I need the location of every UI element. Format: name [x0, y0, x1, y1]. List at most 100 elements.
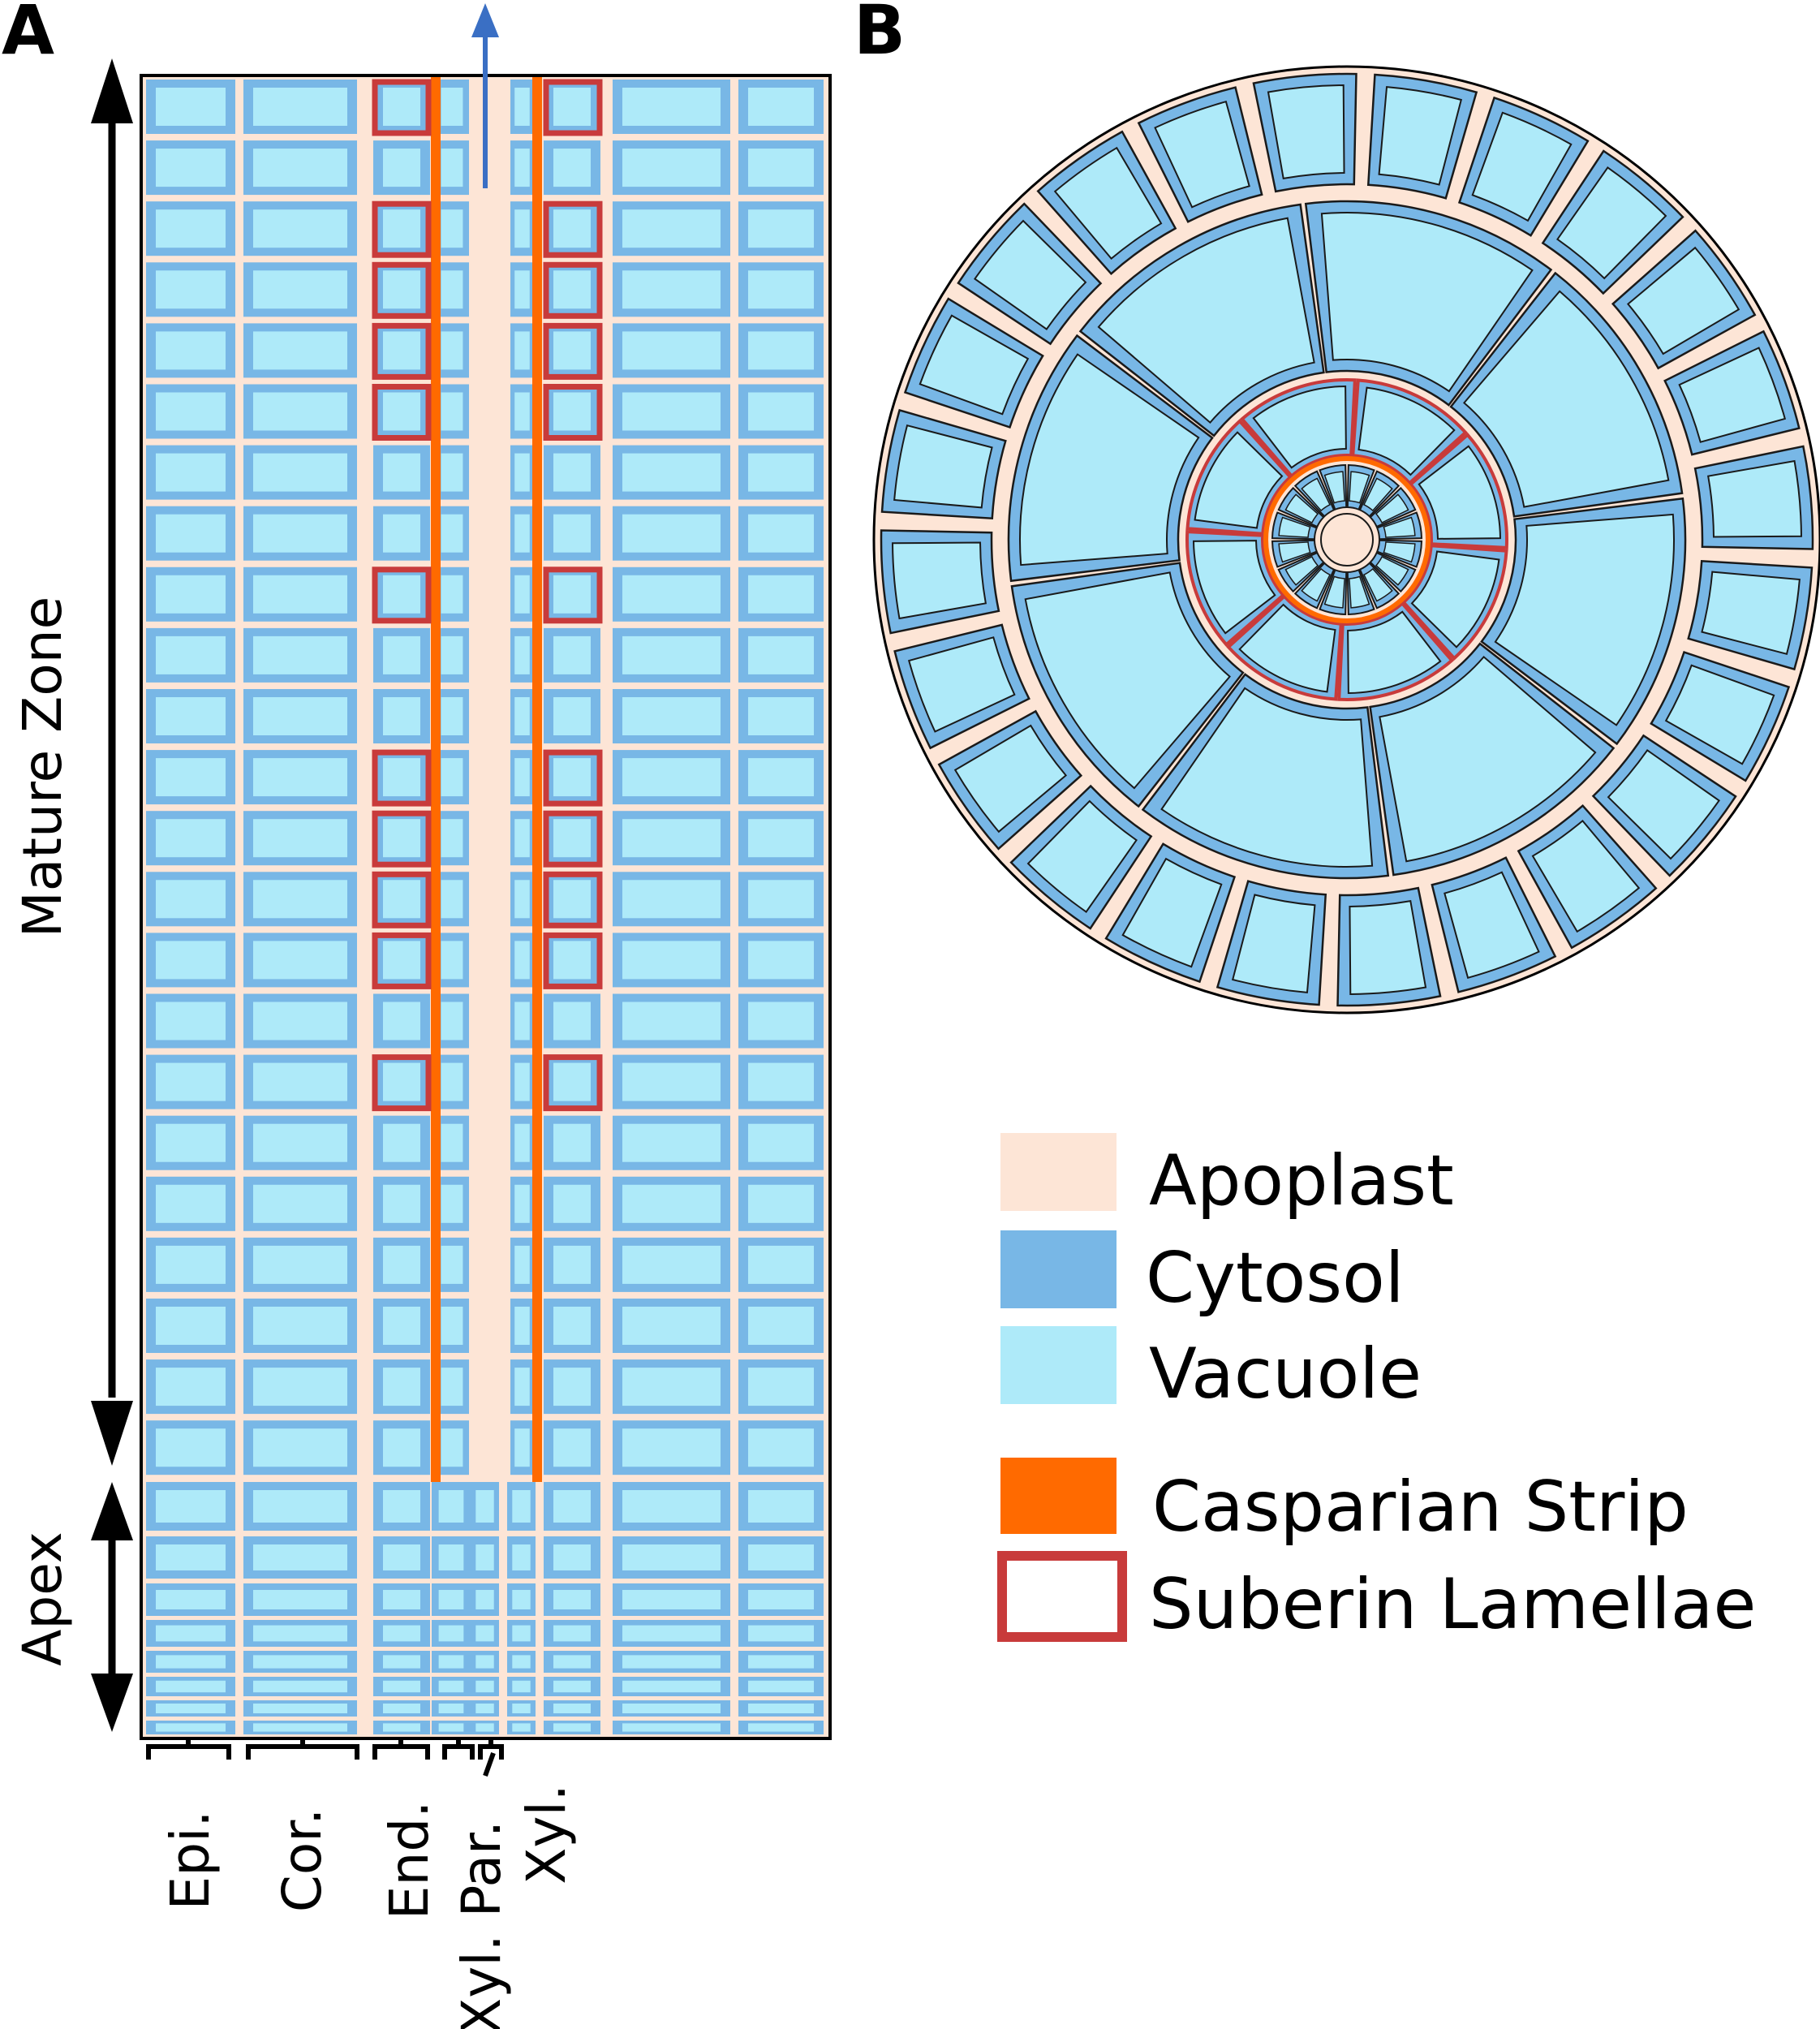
- epidermis-cell-vacuole: [953, 724, 1068, 834]
- end-cell-vacuole: [383, 1307, 420, 1345]
- epi-cell-vacuole: [156, 270, 226, 309]
- cor-cell-vacuole: [622, 1123, 721, 1162]
- end-cell-vacuole: [383, 88, 420, 126]
- xylem-parenchyma-cell-vacuole: [441, 1307, 463, 1345]
- xylem-parenchyma-cell-vacuole: [1362, 567, 1393, 602]
- cor-cell-vacuole: [253, 1184, 347, 1223]
- epi-cell-vacuole: [748, 1368, 814, 1407]
- end-cell-vacuole: [383, 149, 420, 187]
- epi-cell-vacuole: [748, 819, 814, 858]
- end-cell-vacuole: [383, 635, 420, 674]
- apex-xyl-cell-vacuole: [475, 1590, 494, 1609]
- epidermis-cell-vacuole: [1267, 84, 1345, 179]
- epi-cell-vacuole: [156, 514, 226, 553]
- xylem-parenchyma-cell-vacuole: [1362, 477, 1393, 512]
- epidermis-cell-vacuole: [1626, 246, 1740, 355]
- epi-cell-vacuole: [156, 392, 226, 431]
- xylem-parenchyma-cell-vacuole: [514, 1123, 530, 1162]
- apex-epi-cell-vacuole: [156, 1544, 226, 1570]
- epi-cell-vacuole: [156, 635, 226, 674]
- end-cell-vacuole: [553, 1123, 591, 1162]
- epidermis-cell-vacuole: [1154, 100, 1250, 209]
- xylem-parenchyma-cell-vacuole: [1323, 575, 1345, 609]
- xylem-parenchyma-cell-vacuole: [1301, 567, 1332, 602]
- suberin-lamella-right: [543, 200, 603, 258]
- apex-par-cell-vacuole: [438, 1655, 464, 1669]
- panel-a-letter: A: [2, 0, 54, 70]
- xylem-parenchyma-cell-vacuole: [514, 635, 530, 674]
- cor-cell-vacuole: [622, 270, 721, 309]
- end-cell-vacuole: [383, 1184, 420, 1223]
- suberin-lamella-right: [543, 566, 603, 624]
- cortex-cell-vacuole: [1160, 687, 1374, 868]
- epi-cell-vacuole: [156, 1245, 226, 1284]
- xylem-parenchyma-cell-vacuole: [441, 209, 463, 248]
- apex-par-cell-vacuole: [438, 1490, 464, 1523]
- xylem-parenchyma-cell-vacuole: [1375, 555, 1409, 586]
- legend: Apoplast Cytosol Vacuole Casparian Strip…: [997, 1133, 1756, 1645]
- end-cell-vacuole: [553, 1002, 591, 1040]
- epidermis-cell-vacuole: [1607, 749, 1720, 860]
- cortex-cell-vacuole: [1097, 217, 1315, 424]
- endodermis-cell-vacuole: [1347, 610, 1442, 695]
- apex-cor-cell-vacuole: [622, 1590, 721, 1609]
- epi-cell-vacuole: [156, 331, 226, 370]
- epi-cell-vacuole: [748, 697, 814, 735]
- xylem-parenchyma-cell-vacuole: [441, 635, 463, 674]
- end-cell-vacuole: [553, 392, 591, 431]
- end-cell-vacuole: [383, 941, 420, 980]
- epi-cell-vacuole: [156, 575, 226, 614]
- epi-bracket: [146, 1737, 231, 1760]
- xylem-parenchyma-cell-vacuole: [441, 697, 463, 735]
- epidermis-cell-vacuole: [1664, 664, 1775, 765]
- epi-cell-vacuole: [748, 575, 814, 614]
- epi-cell-vacuole: [156, 1184, 226, 1223]
- cor-cell-vacuole: [253, 1245, 347, 1284]
- xylem-parenchyma-cell-vacuole: [514, 1307, 530, 1345]
- tissue-label-xyl: Xyl.: [515, 1784, 578, 1885]
- apex-epi-cell-vacuole: [156, 1490, 226, 1523]
- xylem-parenchyma-cell-vacuole: [1383, 541, 1416, 563]
- cor-cell-vacuole: [622, 149, 721, 187]
- end-cell-vacuole: [553, 1062, 591, 1101]
- suberin-lamella-right: [543, 932, 603, 989]
- cor-cell-vacuole: [622, 1428, 721, 1467]
- suberin-lamella-left: [372, 871, 432, 928]
- suberin-lamella-left: [372, 200, 432, 258]
- xylem-parenchyma-cell-vacuole: [514, 88, 530, 126]
- suberin-lamella-left: [372, 384, 432, 441]
- legend-swatch-apoplast: [1000, 1133, 1117, 1211]
- tissue-label-cor: Cor.: [271, 1808, 333, 1913]
- epidermis-cell-vacuole: [893, 424, 993, 509]
- apex-end-cell-vacuole: [553, 1723, 591, 1732]
- end-cell-vacuole: [553, 453, 591, 492]
- cor-cell-vacuole: [622, 1368, 721, 1407]
- cor-cell-vacuole: [253, 453, 347, 492]
- apex-cor-cell-vacuole: [253, 1704, 347, 1713]
- end-cell-vacuole: [553, 1368, 591, 1407]
- legend-swatch-vacuole: [1000, 1326, 1117, 1404]
- epidermis-cell-vacuole: [1378, 86, 1463, 186]
- cor-cell-vacuole: [253, 1428, 347, 1467]
- suberin-lamella-right: [543, 810, 603, 868]
- cortex-cell-vacuole: [1462, 290, 1670, 508]
- suberin-lamella-right: [543, 322, 603, 380]
- suberin-lamella-left: [372, 932, 432, 989]
- epi-cell-vacuole: [156, 819, 226, 858]
- apex-par-cell-vacuole: [438, 1723, 464, 1732]
- cortex-cell-vacuole: [1494, 513, 1675, 726]
- apex-epi-cell-vacuole: [748, 1680, 814, 1693]
- apex-xyl-cell-vacuole: [475, 1655, 494, 1669]
- xylem-parenchyma-cell-vacuole: [514, 758, 530, 797]
- epidermis-cell-vacuole: [1026, 799, 1138, 913]
- xylem-parenchyma-cell-vacuole: [514, 453, 530, 492]
- epi-cell-vacuole: [748, 514, 814, 553]
- apex-label: Apex: [11, 1531, 74, 1666]
- suberin-lamella-right: [543, 749, 603, 807]
- suberin-lamella-right: [543, 79, 603, 136]
- epidermis-cell-vacuole: [907, 636, 1016, 733]
- apex-par-cell-vacuole: [438, 1544, 464, 1570]
- xyl-bracket: [478, 1737, 504, 1760]
- cor-cell-vacuole: [622, 1062, 721, 1101]
- apex-par-cell-vacuole: [512, 1544, 531, 1570]
